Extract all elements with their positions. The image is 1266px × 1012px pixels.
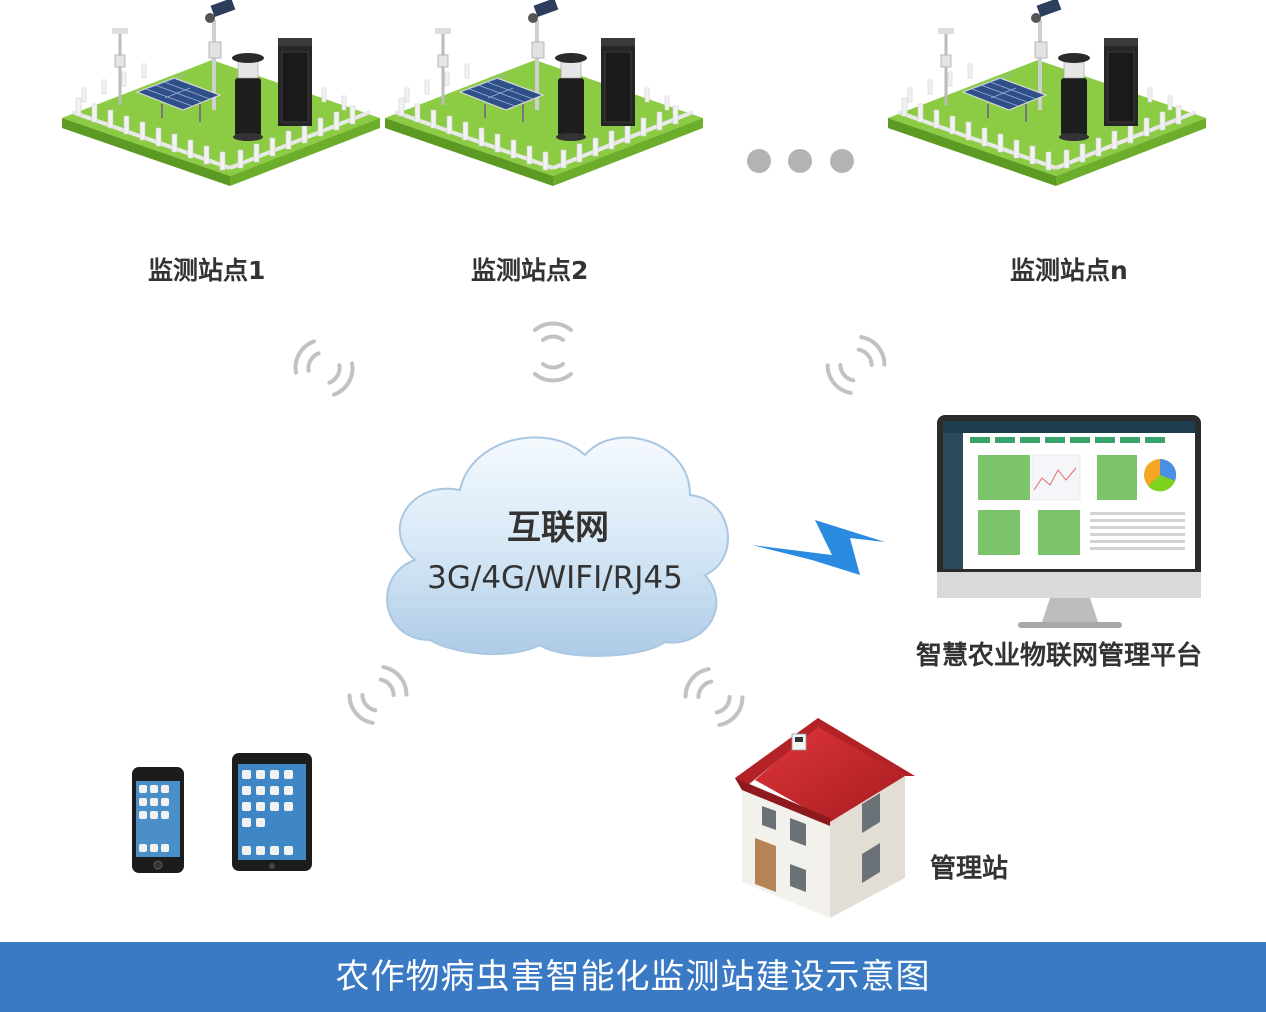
management-station-house <box>735 718 915 918</box>
wireless-signal-icon <box>533 321 573 383</box>
lightning-bolt-icon <box>752 520 885 575</box>
ellipsis-dots <box>747 149 854 173</box>
tablet-device <box>232 753 312 871</box>
footer-banner: 农作物病虫害智能化监测站建设示意图 <box>0 942 1266 1012</box>
management-platform-monitor <box>937 415 1201 628</box>
smartphone-device <box>132 767 184 873</box>
management-station-label: 管理站 <box>930 854 1009 884</box>
diagram-canvas <box>60 0 1208 918</box>
wireless-signal-icon <box>678 662 750 732</box>
wireless-signal-icon <box>288 336 360 400</box>
monitoring-station-n-image <box>886 0 1208 189</box>
station-n-label: 监测站点n <box>1010 256 1128 285</box>
wireless-signal-icon <box>820 330 892 400</box>
internet-cloud <box>386 436 729 657</box>
cloud-subtitle: 3G/4G/WIFI/RJ45 <box>427 560 683 596</box>
monitoring-station-2-image <box>383 0 705 189</box>
wireless-signal-icon <box>342 660 414 730</box>
platform-label: 智慧农业物联网管理平台 <box>916 641 1203 671</box>
monitoring-station-1-image <box>60 0 382 189</box>
station-2-label: 监测站点2 <box>471 256 589 285</box>
station-1-label: 监测站点1 <box>148 256 266 285</box>
cloud-title: 互联网 <box>507 508 609 548</box>
footer-title: 农作物病虫害智能化监测站建设示意图 <box>335 957 931 997</box>
